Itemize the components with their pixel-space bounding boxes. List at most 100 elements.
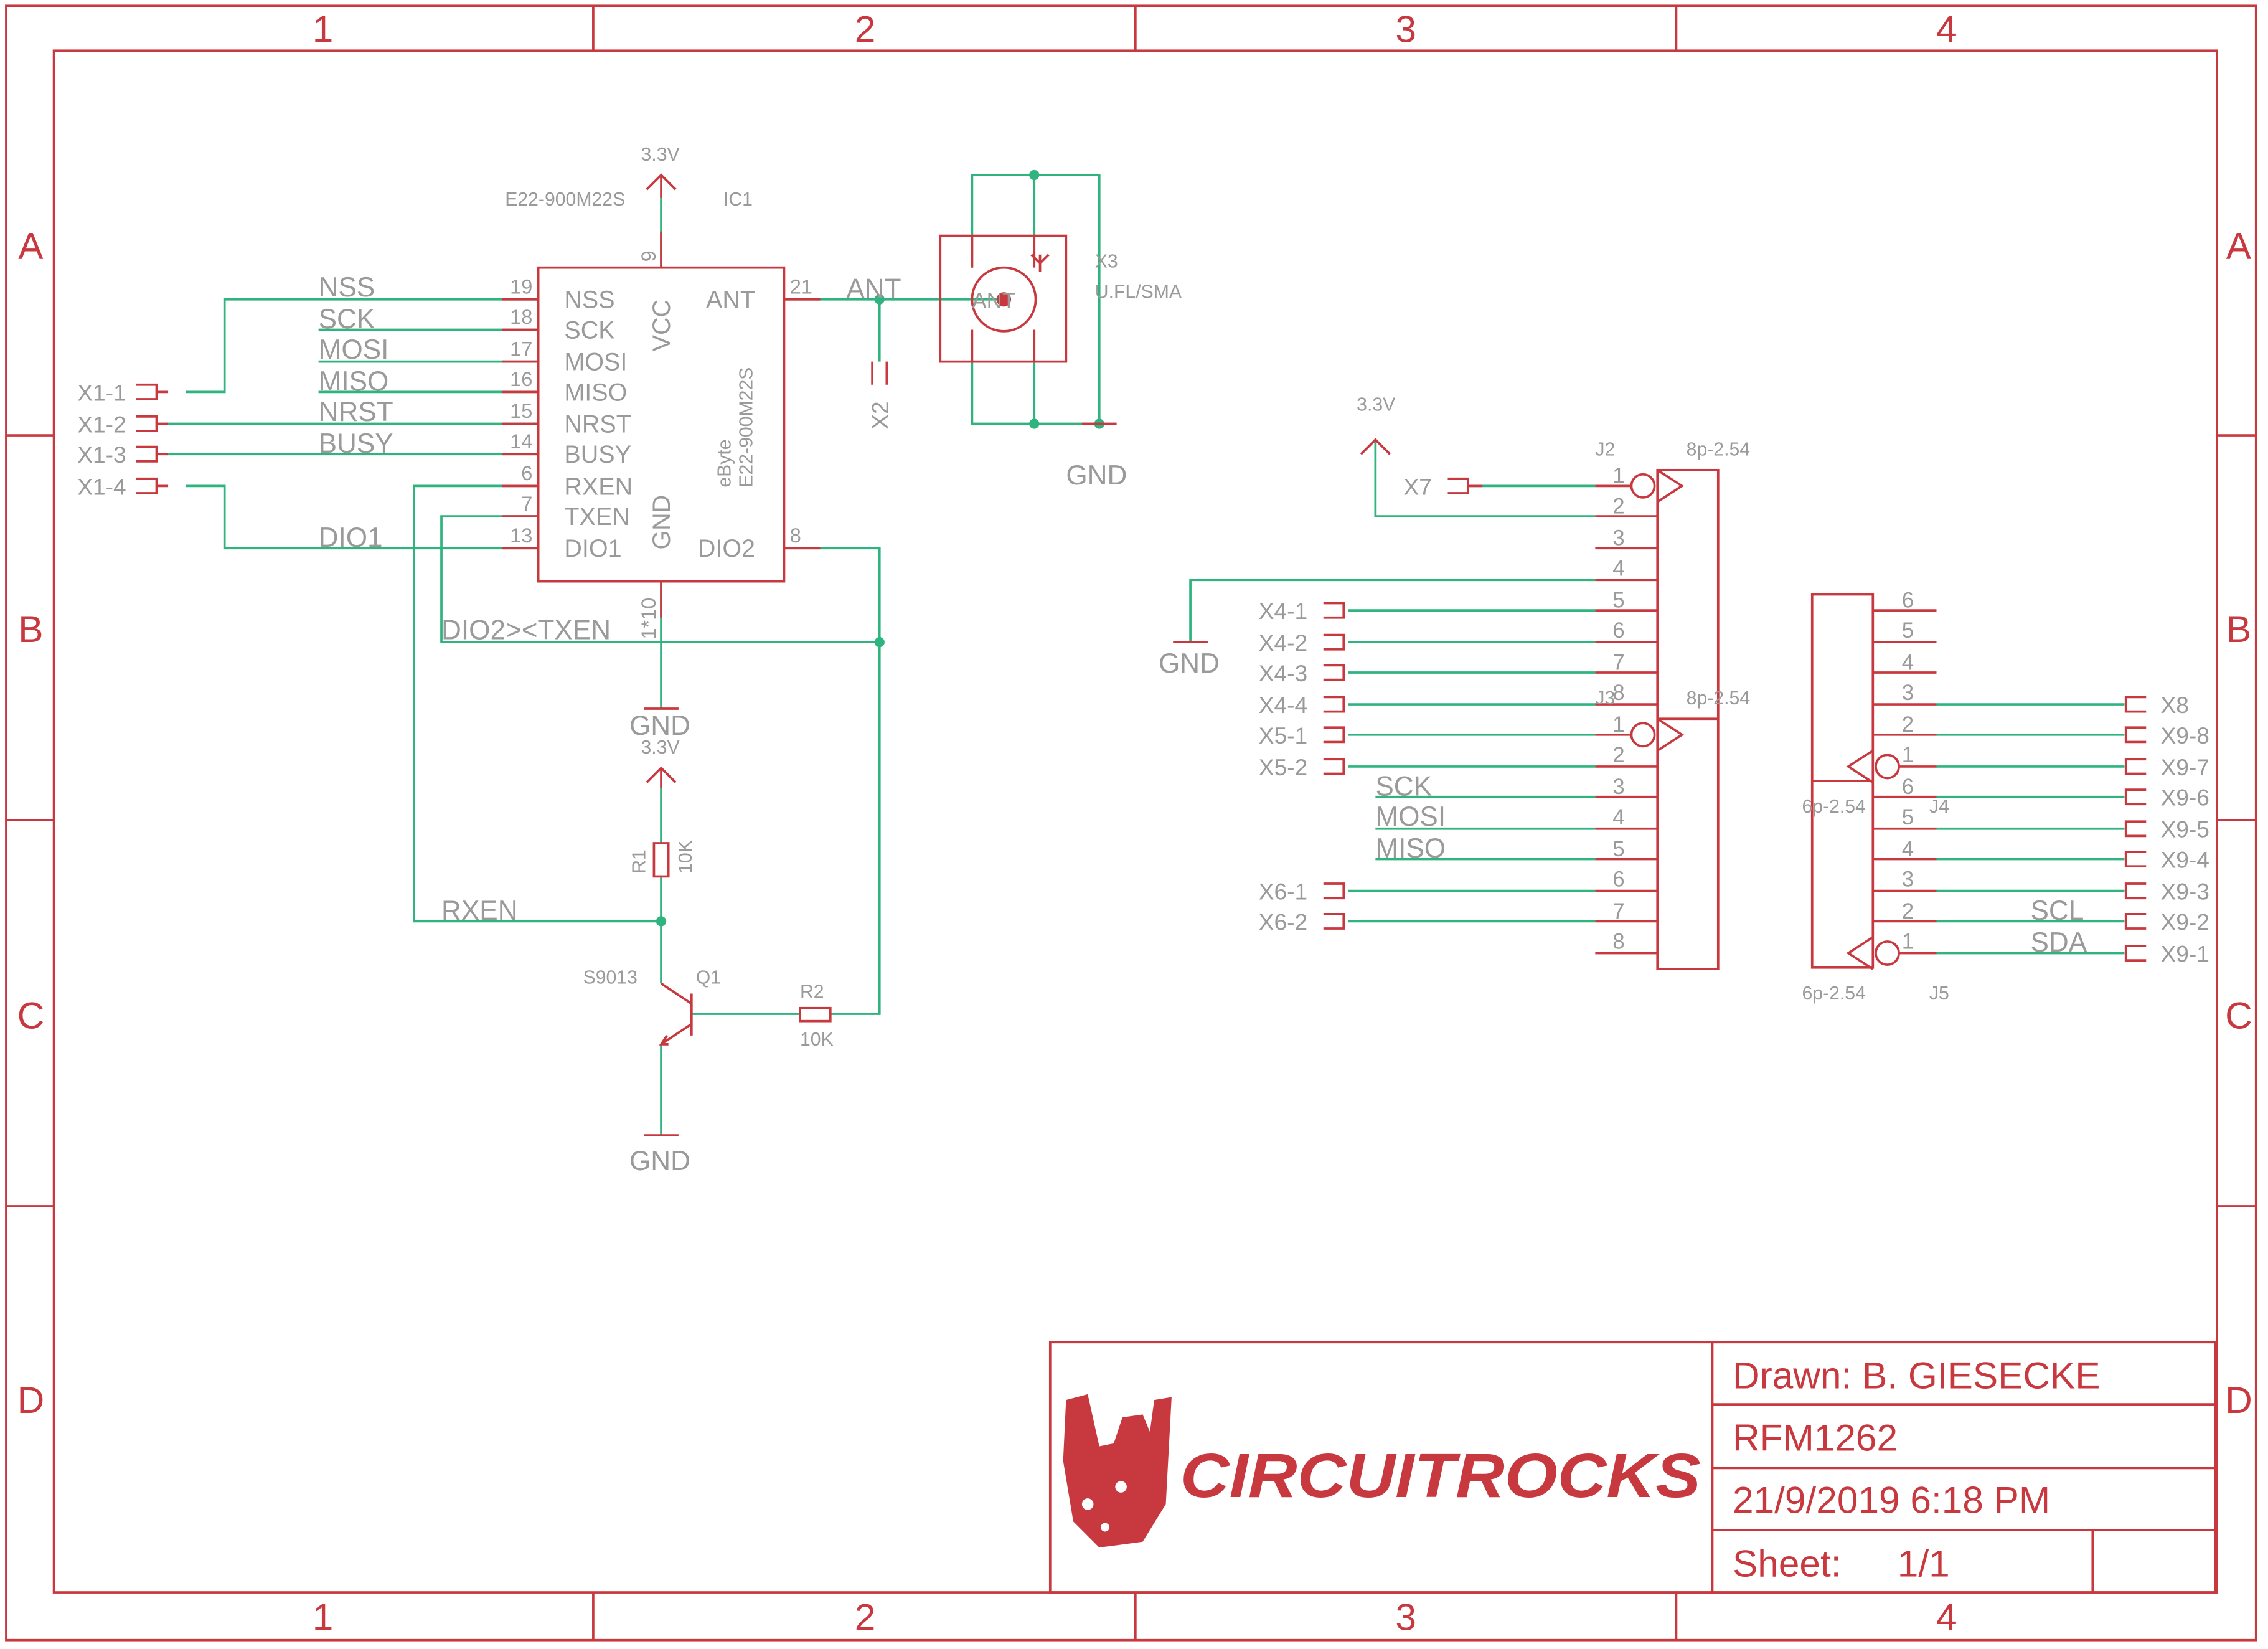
ic1-gnd-pins: 1*10 bbox=[638, 598, 660, 640]
ic1-pin-name-sck: SCK bbox=[564, 316, 614, 344]
ic1-brand: eByte bbox=[715, 439, 735, 487]
j3-pin-6: 6 bbox=[1612, 867, 1624, 892]
row-label-left-d: D bbox=[17, 1379, 45, 1421]
antenna-inner-label: ANT bbox=[972, 289, 1015, 313]
r2-ref: R2 bbox=[800, 982, 824, 1003]
ic1-pin-name-txen: TXEN bbox=[564, 503, 629, 531]
x1-pads bbox=[136, 383, 169, 494]
junction-dots bbox=[656, 169, 1104, 927]
pad-x1-4: X1-4 bbox=[77, 473, 126, 499]
pad-x9-6: X9-6 bbox=[2160, 785, 2209, 811]
j2-pin-1: 1 bbox=[1612, 464, 1624, 488]
ic1-pin-name-dio2: DIO2 bbox=[698, 535, 755, 562]
j2-gnd-label: GND bbox=[1159, 648, 1220, 679]
net-nrst: NRST bbox=[319, 397, 393, 427]
net-scl: SCL bbox=[2030, 895, 2084, 926]
net-sck: SCK bbox=[319, 304, 375, 334]
row-label-right-a: A bbox=[2226, 225, 2252, 267]
j5-pin-2: 2 bbox=[1902, 899, 1914, 924]
title-date: 21/9/2019 6:18 PM bbox=[1733, 1478, 2050, 1521]
pad-x9-5: X9-5 bbox=[2160, 816, 2209, 843]
title-sheet-label: Sheet: bbox=[1733, 1543, 1842, 1585]
ic1-pin-num-21: 21 bbox=[790, 275, 812, 298]
j5-pin-5: 5 bbox=[1902, 805, 1914, 829]
net-j3-mosi: MOSI bbox=[1375, 801, 1446, 832]
j4-pin-4: 4 bbox=[1902, 650, 1914, 674]
q1-value: S9013 bbox=[583, 967, 638, 988]
ic1-pin-num-14: 14 bbox=[510, 430, 532, 453]
ic1-pin-num-13: 13 bbox=[510, 524, 532, 547]
col-label-top-1: 1 bbox=[313, 7, 334, 50]
ic1-pin-num-17: 17 bbox=[510, 338, 532, 360]
ic1-pin-num-19: 19 bbox=[510, 275, 532, 298]
pad-x9-8: X9-8 bbox=[2160, 722, 2209, 749]
j5-pin-1: 1 bbox=[1902, 930, 1914, 954]
ic1-pin-num-15: 15 bbox=[510, 400, 532, 422]
net-sda: SDA bbox=[2030, 927, 2087, 958]
ic1-pin-name-ant: ANT bbox=[706, 286, 755, 314]
title-block bbox=[1048, 1341, 2217, 1594]
j2-power-label: 3.3V bbox=[1357, 395, 1395, 415]
row-label-left-b: B bbox=[18, 608, 43, 650]
net-busy: BUSY bbox=[319, 428, 393, 459]
antenna-gnd-label: GND bbox=[1066, 460, 1127, 491]
pad-x4-4: X4-4 bbox=[1259, 692, 1307, 718]
ic1-value: E22-900M22S bbox=[505, 189, 625, 210]
net-mosi: MOSI bbox=[319, 334, 389, 365]
col-label-bottom-3: 3 bbox=[1395, 1595, 1416, 1638]
j3-pin-2: 2 bbox=[1612, 743, 1624, 767]
net-wires bbox=[166, 174, 2125, 1136]
net-ant: ANT bbox=[846, 273, 901, 304]
j3-pin-3: 3 bbox=[1612, 775, 1624, 799]
j2-pin-5: 5 bbox=[1612, 588, 1624, 612]
row-label-right-c: C bbox=[2225, 994, 2252, 1036]
ic1-pin-name-rxen: RXEN bbox=[564, 473, 633, 500]
antenna-connector-x3 bbox=[871, 234, 1117, 425]
j5-pin-6: 6 bbox=[1902, 775, 1914, 799]
net-nss: NSS bbox=[319, 272, 375, 303]
circuit-node-icon bbox=[1115, 1481, 1127, 1493]
antenna-ref: X3 bbox=[1095, 252, 1118, 272]
ic1-symbol bbox=[502, 173, 821, 710]
transistor-power-label: 3.3V bbox=[641, 737, 680, 758]
rock-hand-icon bbox=[1063, 1394, 1172, 1548]
pad-x9-4: X9-4 bbox=[2160, 846, 2209, 872]
ic1-pin-num-7: 7 bbox=[521, 493, 532, 515]
row-label-left-a: A bbox=[18, 225, 44, 267]
pad-x5-2: X5-2 bbox=[1259, 754, 1307, 780]
j2-ref: J2 bbox=[1595, 440, 1615, 460]
j3-ref: J3 bbox=[1595, 688, 1615, 709]
col-label-bottom-4: 4 bbox=[1936, 1595, 1957, 1638]
header-j4-j5 bbox=[1810, 593, 2147, 970]
ic1-gnd-label: GND bbox=[629, 711, 690, 741]
pad-x5-1: X5-1 bbox=[1259, 722, 1307, 749]
j3-value: 8p-2.54 bbox=[1687, 688, 1750, 709]
r1-ref: R1 bbox=[629, 849, 649, 874]
transistor-gnd-label: GND bbox=[629, 1146, 690, 1176]
col-label-top-2: 2 bbox=[855, 7, 876, 50]
j4-pin-3: 3 bbox=[1902, 681, 1914, 705]
net-miso: MISO bbox=[319, 366, 389, 397]
ic1-pin-name-miso: MISO bbox=[564, 379, 627, 406]
r2-value: 10K bbox=[800, 1029, 834, 1050]
j3-pin-4: 4 bbox=[1612, 805, 1624, 829]
ic1-power-label: 3.3V bbox=[641, 144, 680, 165]
j5-pin-4: 4 bbox=[1902, 837, 1914, 861]
net-j3-miso: MISO bbox=[1375, 833, 1446, 864]
net-j3-sck: SCK bbox=[1375, 771, 1432, 801]
ic1-pin-name-vcc: VCC bbox=[648, 300, 675, 351]
col-label-top-4: 4 bbox=[1936, 7, 1957, 50]
ic1-pin-name-busy: BUSY bbox=[564, 441, 631, 468]
pad-x1-3: X1-3 bbox=[77, 442, 126, 468]
j4-value: 6p-2.54 bbox=[1802, 796, 1865, 817]
j4-ref: J4 bbox=[1929, 796, 1949, 817]
circuit-node-icon bbox=[1081, 1498, 1094, 1510]
net-rxen: RXEN bbox=[441, 895, 518, 926]
ic1-pin-num-6: 6 bbox=[521, 462, 532, 484]
ic1-pin-num-18: 18 bbox=[510, 306, 532, 328]
pad-x9-3: X9-3 bbox=[2160, 879, 2209, 905]
pad-x9-7: X9-7 bbox=[2160, 754, 2209, 780]
row-label-right-d: D bbox=[2225, 1379, 2252, 1421]
